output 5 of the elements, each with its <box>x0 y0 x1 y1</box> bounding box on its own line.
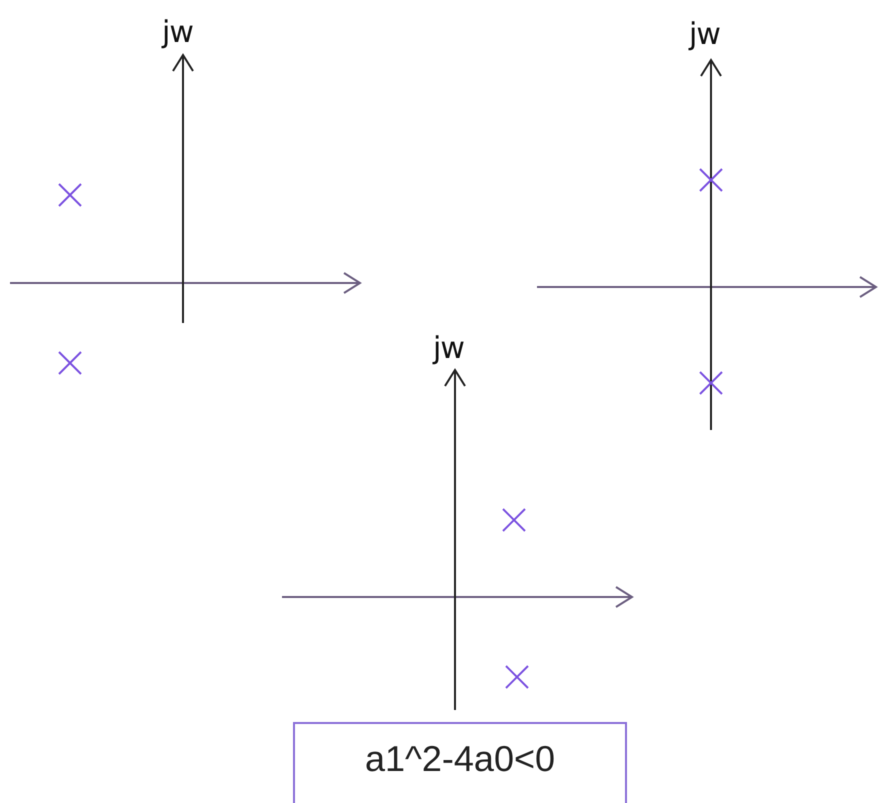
axis-label: jw <box>433 334 464 364</box>
axis-label: jw <box>162 18 193 48</box>
condition-text: a1^2-4a0<0 <box>364 738 556 780</box>
axis-label: jw <box>689 20 720 50</box>
condition-box <box>293 722 627 803</box>
